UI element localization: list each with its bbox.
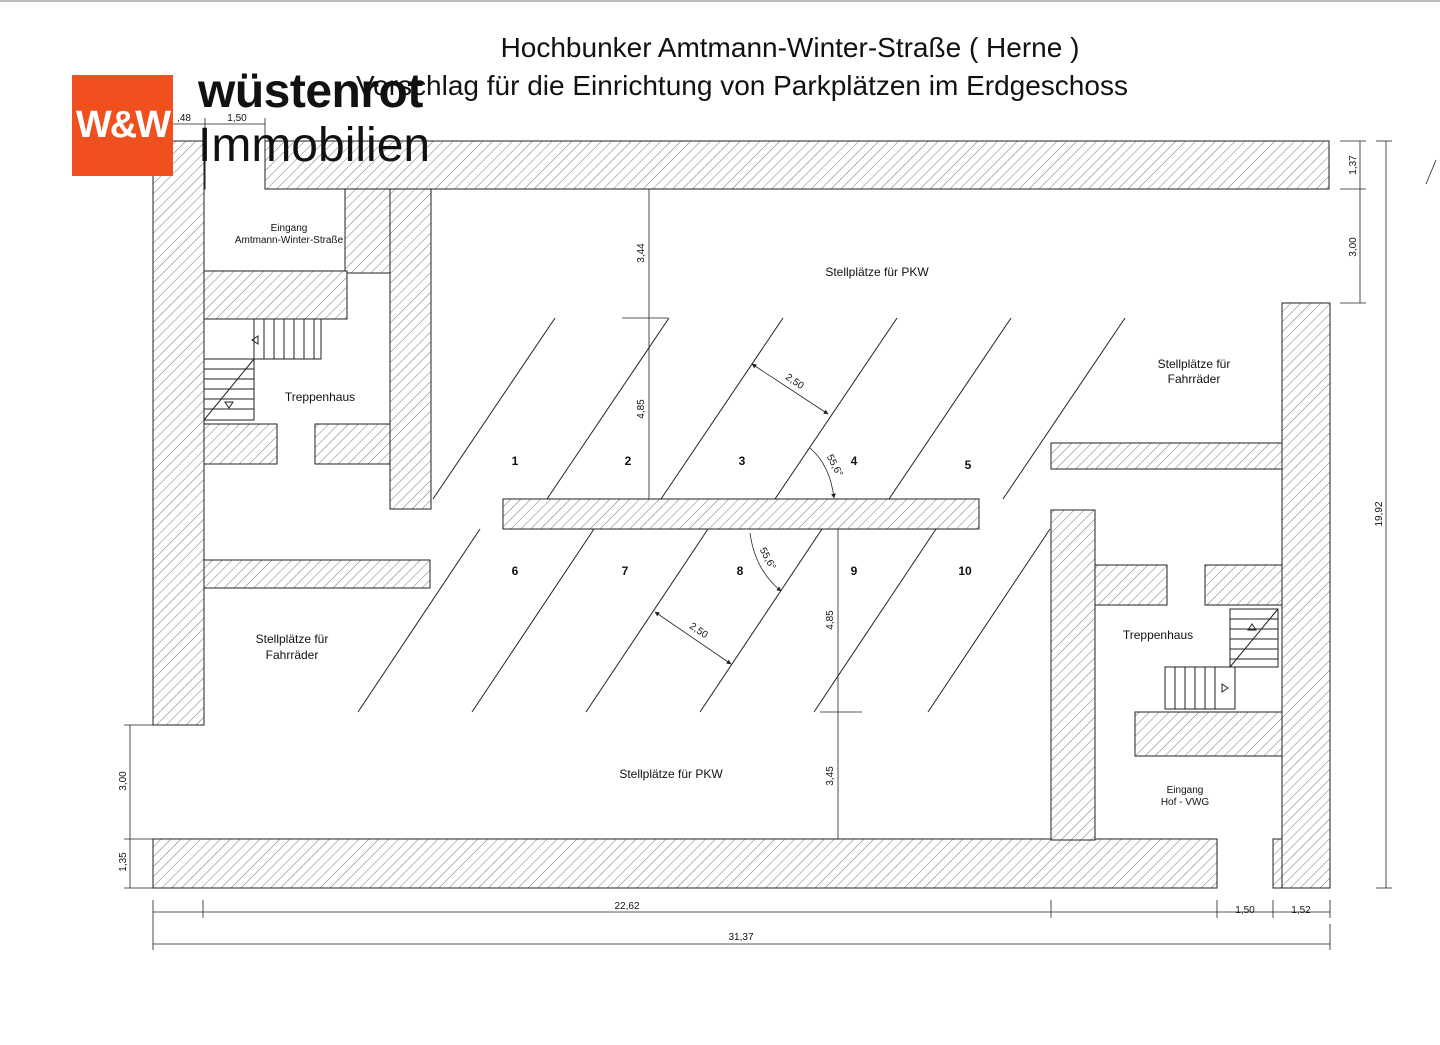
stairs-left <box>203 318 322 421</box>
entrance-bottom-label-1: Eingang <box>1167 785 1204 796</box>
dim-stall-width-bottom: 2,50 <box>687 621 710 641</box>
top-border-line <box>0 0 1440 2</box>
page-title: Hochbunker Amtmann-Winter-Straße ( Herne… <box>500 32 1080 63</box>
entrance-top-label-1: Eingang <box>271 223 308 234</box>
dim-right-300: 3,00 <box>1348 237 1359 257</box>
dim-bottom-150: 1,50 <box>1235 905 1255 916</box>
parking-number-2: 2 <box>625 454 632 468</box>
dim-left-300: 3,00 <box>118 771 129 791</box>
dim-bottom-152: 1,52 <box>1291 905 1311 916</box>
parking-number-4: 4 <box>851 454 858 468</box>
parking-number-8: 8 <box>737 564 744 578</box>
wall-right-stair-top-left <box>1094 564 1168 606</box>
wall-right-stair-bottom <box>1134 711 1283 757</box>
wall-stair-bottom-right <box>314 423 391 465</box>
wall-stair-top <box>203 270 348 320</box>
logo-subline: Immobilien <box>198 119 431 172</box>
logo-badge: W&W <box>72 75 173 176</box>
dim-angle-top: 55,6° <box>824 453 845 479</box>
wall-left <box>152 140 205 726</box>
bike-parking-left-label-1: Stellplätze für <box>256 632 329 646</box>
dim-left-135: 1,35 <box>118 852 129 872</box>
car-parking-bottom-label: Stellplätze für PKW <box>619 767 723 781</box>
stairs-right <box>1164 608 1279 710</box>
bike-parking-right-label-2: Fahrräder <box>1168 372 1221 386</box>
dim-right-1992: 19,92 <box>1374 501 1385 526</box>
page-subtitle: Vorschlag für die Einrichtung von Parkpl… <box>356 70 1128 101</box>
dim-bottom-2262: 22,62 <box>614 901 639 912</box>
central-divider <box>502 498 980 530</box>
parking-number-6: 6 <box>512 564 519 578</box>
logo-wordmark: wüstenrot <box>198 65 423 118</box>
dimension-lines <box>124 118 1437 950</box>
parking-number-7: 7 <box>622 564 629 578</box>
wall-bottom <box>152 838 1218 889</box>
parking-number-1: 1 <box>512 454 519 468</box>
wall-right-bike-bottom <box>1050 442 1283 470</box>
walls <box>152 140 1331 889</box>
wall-stair-bottom-left <box>203 423 278 465</box>
wall-left-mid <box>203 559 431 589</box>
dim-angle-bottom: 55,6° <box>757 546 778 572</box>
dim-485-top: 4,85 <box>636 399 647 419</box>
wall-left-entrance-right <box>344 188 391 274</box>
stairwell-left-label: Treppenhaus <box>285 390 355 404</box>
dim-stall-width-top: 2,50 <box>783 372 806 392</box>
wall-left-inner <box>389 188 432 510</box>
parking-number-9: 9 <box>851 564 858 578</box>
wall-right-inner <box>1050 509 1096 841</box>
stairwell-right-label: Treppenhaus <box>1123 628 1193 642</box>
parking-lines <box>357 317 1126 713</box>
parking-number-3: 3 <box>739 454 746 468</box>
logo-mark-text: W&W <box>75 104 171 146</box>
parking-numbers: 1 2 3 4 5 6 7 8 9 10 <box>512 454 972 578</box>
dim-345: 3,45 <box>825 766 836 786</box>
car-parking-top-label: Stellplätze für PKW <box>825 265 929 279</box>
room-labels: Eingang Amtmann-Winter-Straße Treppenhau… <box>235 223 1231 808</box>
parking-number-10: 10 <box>958 564 972 578</box>
entrance-top-label-2: Amtmann-Winter-Straße <box>235 235 344 246</box>
entrance-bottom-label-2: Hof - VWG <box>1161 797 1210 808</box>
dim-bottom-3137: 31,37 <box>728 932 753 943</box>
dim-right-137: 1,37 <box>1348 155 1359 175</box>
dim-top-048: ,48 <box>177 113 191 124</box>
wall-top <box>264 140 1330 190</box>
dim-485-bottom: 4,85 <box>825 610 836 630</box>
wall-right-stair-top-right <box>1204 564 1283 606</box>
parking-number-5: 5 <box>965 458 972 472</box>
wall-right <box>1281 302 1331 889</box>
dim-344: 3,44 <box>636 243 647 263</box>
bike-parking-left-label-2: Fahrräder <box>266 648 319 662</box>
bike-parking-right-label-1: Stellplätze für <box>1158 357 1231 371</box>
dim-top-150: 1,50 <box>227 113 247 124</box>
